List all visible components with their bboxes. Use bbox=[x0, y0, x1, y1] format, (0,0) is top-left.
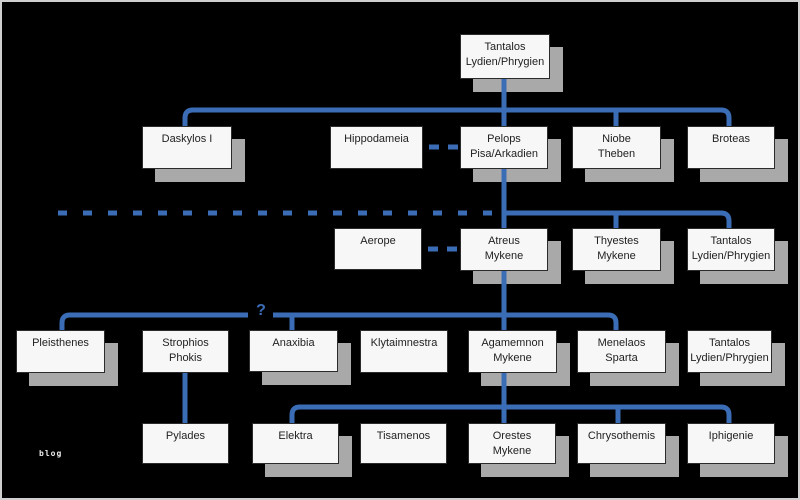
tree-node-label: Hippodameia bbox=[344, 133, 409, 145]
tree-node-label: Pleisthenes bbox=[32, 337, 89, 349]
tree-node-label: Tantalos bbox=[709, 337, 750, 349]
tree-node-label: Tantalos bbox=[710, 235, 752, 247]
tree-node-label: Sparta bbox=[605, 352, 638, 364]
tree-node-klytaimnestra: Klytaimnestra bbox=[360, 330, 448, 373]
tree-node-label: Atreus bbox=[488, 235, 520, 247]
uncertainty-question-mark: ? bbox=[256, 302, 266, 319]
connector-row2-sibling-rail bbox=[182, 107, 732, 127]
tree-node-chrysothemis: Chrysothemis bbox=[577, 423, 666, 464]
tree-node-label: Anaxibia bbox=[272, 337, 315, 349]
tree-node-label: Orestes bbox=[492, 430, 532, 442]
tree-node-label: Mykene bbox=[597, 250, 636, 262]
tree-node-label: Klytaimnestra bbox=[370, 337, 438, 349]
tree-node-pylades: Pylades bbox=[142, 423, 229, 464]
tree-node-label: Chrysothemis bbox=[587, 430, 656, 442]
tree-node-broteas: Broteas bbox=[687, 126, 775, 169]
connector-row4-rail-left bbox=[59, 312, 248, 331]
tree-node-label: Daskylos I bbox=[161, 133, 213, 145]
tree-node-label: Pisa/Arkadien bbox=[470, 148, 538, 160]
tree-node-label: Broteas bbox=[712, 133, 750, 145]
tree-node-label: Pelops bbox=[487, 133, 521, 145]
tree-node-label: Iphigenie bbox=[708, 430, 754, 442]
tree-node-elektra: Elektra bbox=[252, 423, 339, 464]
tree-node-label: Theben bbox=[597, 148, 636, 160]
tree-node-label: Pylades bbox=[165, 430, 206, 442]
tree-node-pleisthenes: Pleisthenes bbox=[16, 330, 105, 373]
connector-row4-rail-right bbox=[273, 312, 619, 331]
tree-node-tisamenos: Tisamenos bbox=[360, 423, 447, 464]
connector-row3-sibling-rail bbox=[504, 210, 732, 229]
tree-node-label: Strophios bbox=[162, 337, 209, 349]
tree-node-label: Lydien/Phrygien bbox=[465, 56, 545, 68]
watermark-text: blog bbox=[39, 449, 63, 458]
tree-node-label: Mykene bbox=[493, 352, 532, 364]
tree-node-iphigenie: Iphigenie bbox=[687, 423, 775, 464]
tree-node-label: Thyestes bbox=[594, 235, 639, 247]
tree-node-label: Phokis bbox=[168, 352, 203, 364]
tree-node-aerope: Aerope bbox=[334, 228, 422, 270]
tree-node-label: Tisamenos bbox=[376, 430, 431, 442]
connector-row5-sibling-rail bbox=[289, 404, 732, 424]
tree-node-anaxibia: Anaxibia bbox=[249, 330, 338, 372]
tree-node-hippodameia: Hippodameia bbox=[330, 126, 423, 169]
tree-node-label: Mykene bbox=[492, 445, 532, 457]
tree-node-label: Elektra bbox=[278, 430, 313, 442]
tree-node-label: Tantalos bbox=[484, 41, 526, 53]
tree-node-label: Lydien/Phrygien bbox=[690, 352, 769, 364]
tree-node-daskylos-i: Daskylos I bbox=[142, 126, 232, 169]
tree-node-label: Niobe bbox=[602, 133, 631, 145]
tree-node-label: Lydien/Phrygien bbox=[691, 250, 771, 262]
tree-node-label: Agamemnon bbox=[481, 337, 544, 349]
tree-node-label: Mykene bbox=[484, 250, 524, 262]
tree-node-label: Menelaos bbox=[597, 337, 646, 349]
tree-node-label: Aerope bbox=[360, 235, 396, 247]
